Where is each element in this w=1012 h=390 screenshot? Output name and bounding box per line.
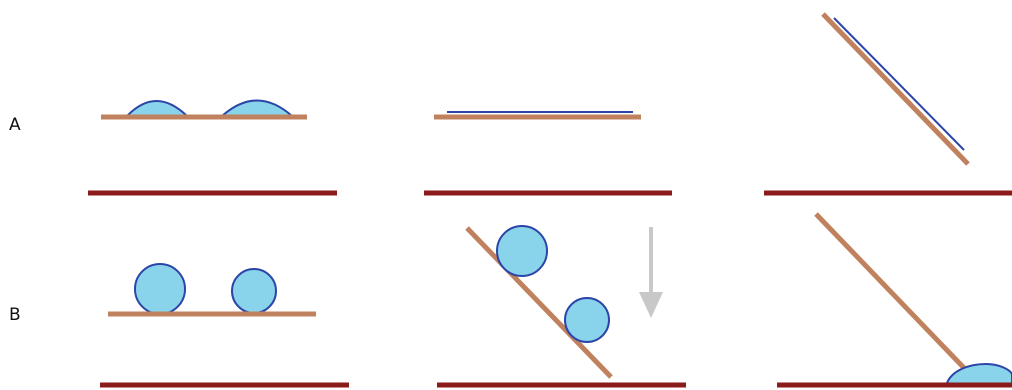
droplet-spread: [124, 100, 190, 117]
panel-b2: [437, 225, 686, 388]
row-label-a: A: [9, 115, 21, 135]
droplet-spread: [219, 99, 295, 117]
droplet-puddle: [944, 362, 1012, 387]
down-arrow-icon: [639, 227, 663, 318]
water-film: [833, 17, 965, 151]
panel-a1: [88, 99, 337, 196]
droplet-bead: [134, 263, 186, 315]
panel-a2: [424, 111, 672, 196]
surface-plate: [821, 12, 970, 166]
surface-plate: [465, 226, 613, 379]
droplet-bead: [496, 225, 548, 277]
panel-a3: [764, 12, 1012, 196]
droplet-bead: [564, 297, 610, 343]
panel-b1: [100, 263, 349, 388]
panel-b3: [777, 212, 1012, 388]
droplet-bead: [231, 268, 277, 314]
surface-plate: [814, 212, 968, 372]
row-label-b: B: [9, 305, 21, 325]
